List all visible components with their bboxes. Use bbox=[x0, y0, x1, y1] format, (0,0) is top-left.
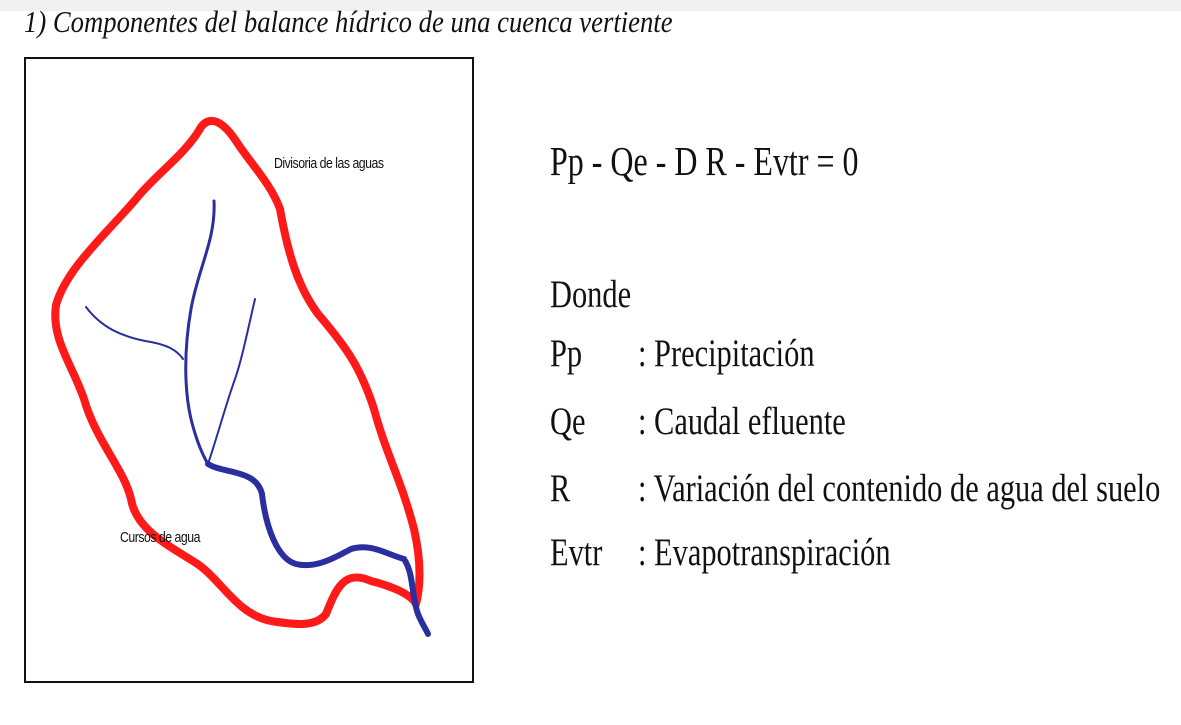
legend-row: R : Variación del contenido de agua del … bbox=[550, 466, 1181, 514]
legend-symbol: Evtr bbox=[550, 531, 603, 574]
east-tributary-line bbox=[207, 298, 256, 465]
watershed-divide-line bbox=[51, 116, 424, 628]
legend-symbol: Pp bbox=[550, 332, 583, 375]
water-balance-equation: Pp - Qe - D R - Evtr = 0 bbox=[550, 138, 859, 184]
streams-label: Cursos de agua bbox=[120, 529, 200, 546]
legend-symbol: R bbox=[550, 467, 571, 510]
legend-row: Qe : Caudal efluente bbox=[550, 399, 1181, 447]
legend-definition: : Variación del contenido de agua del su… bbox=[638, 467, 1161, 510]
legend-row: Pp : Precipitación bbox=[550, 331, 1181, 379]
legend-definition: : Precipitación bbox=[638, 332, 815, 375]
central-tributary-line bbox=[184, 199, 216, 466]
legend-row: Evtr : Evapotranspiración bbox=[550, 530, 1181, 578]
west-tributary-line bbox=[85, 306, 184, 360]
watershed-map bbox=[51, 116, 431, 637]
main-stream-line bbox=[205, 461, 431, 637]
top-bar bbox=[0, 0, 1181, 11]
watershed-divide-label: Divisoria de las aguas bbox=[274, 155, 384, 172]
legend-symbol: Qe bbox=[550, 400, 586, 443]
where-label: Donde bbox=[550, 273, 632, 316]
legend-definition: : Caudal efluente bbox=[638, 400, 846, 443]
section-heading: 1) Componentes del balance hídrico de un… bbox=[24, 4, 673, 39]
legend-definition: : Evapotranspiración bbox=[638, 531, 891, 574]
watershed-diagram: Divisoria de las aguas Cursos de agua bbox=[24, 57, 474, 683]
